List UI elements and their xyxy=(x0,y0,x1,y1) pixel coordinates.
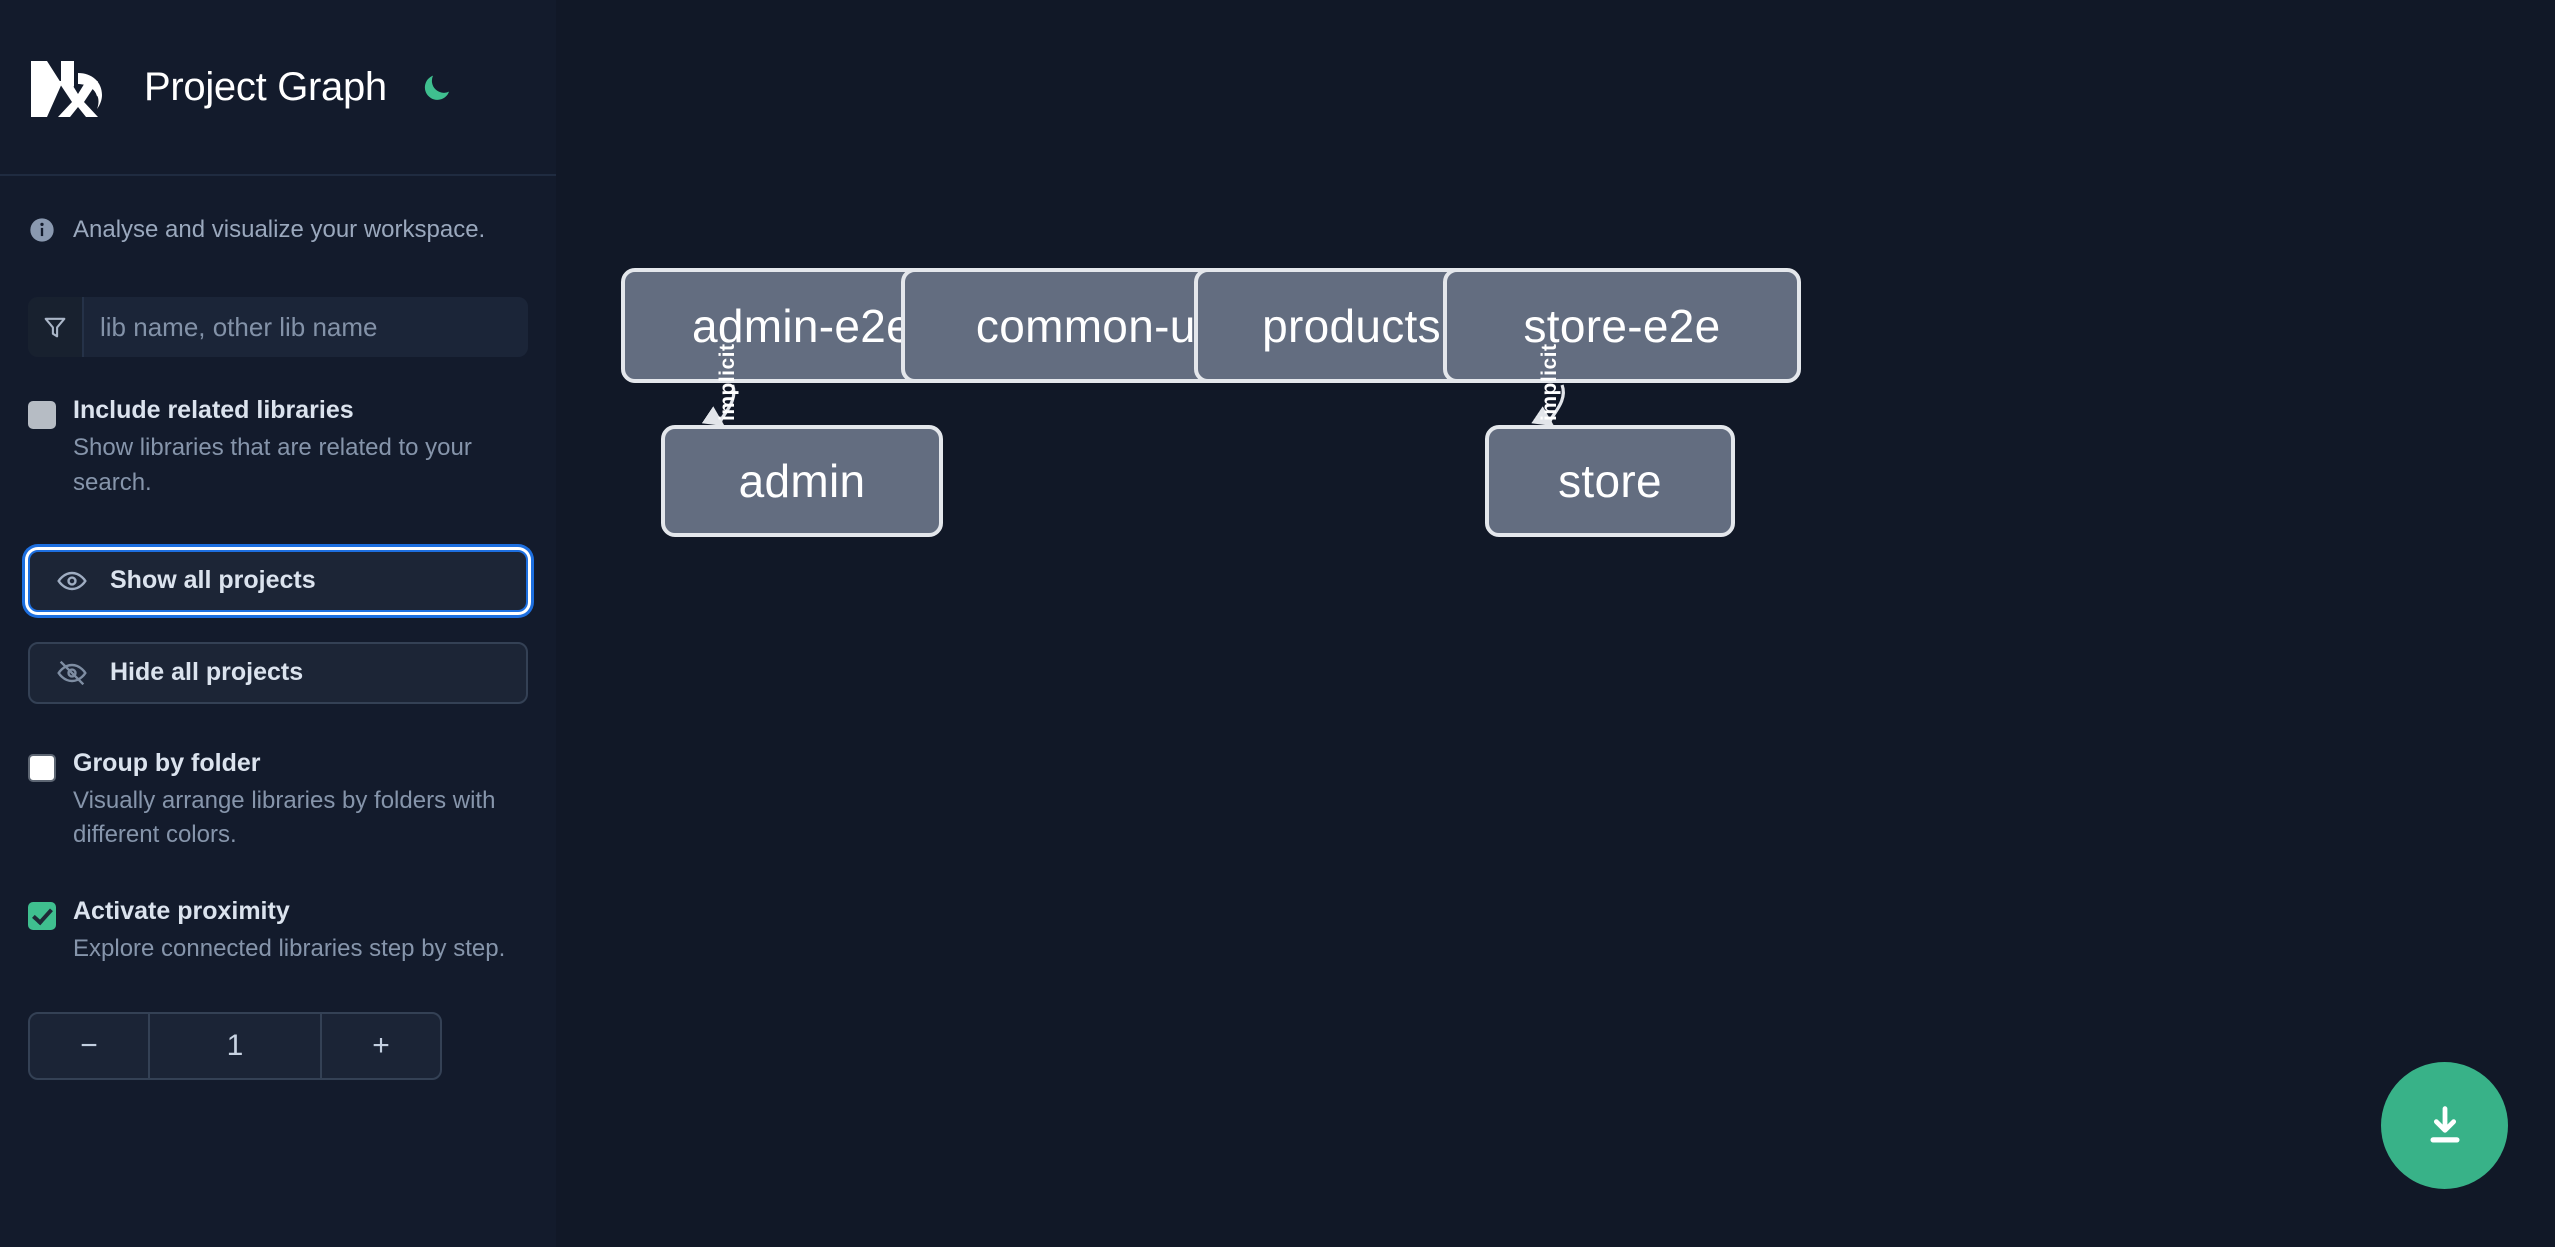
sidebar-header: Project Graph xyxy=(0,0,556,176)
proximity-stepper: − 1 + xyxy=(28,1012,442,1081)
option-label: Include related libraries xyxy=(73,396,354,425)
page-title: Project Graph xyxy=(144,64,387,109)
funnel-icon xyxy=(28,297,84,358)
info-icon xyxy=(30,217,54,242)
nx-logo xyxy=(31,61,102,117)
show-all-projects-label: Show all projects xyxy=(110,566,316,595)
proximity-value: 1 xyxy=(226,1029,244,1063)
option-description: Show libraries that are related to your … xyxy=(73,434,472,496)
proximity-decrement-button[interactable]: − xyxy=(30,1014,150,1079)
edge-label-admin-implicit: implicit xyxy=(716,343,739,421)
show-all-projects-button[interactable]: Show all projects xyxy=(28,549,528,612)
eye-off-icon xyxy=(57,660,87,685)
hide-all-projects-button[interactable]: Hide all projects xyxy=(28,641,528,704)
sidebar-body: Analyse and visualize your workspace. In… xyxy=(0,214,556,1081)
eye-icon xyxy=(57,571,87,590)
filter-row xyxy=(28,297,528,358)
search-input[interactable] xyxy=(84,297,528,358)
option-description: Visually arrange libraries by folders wi… xyxy=(73,786,496,848)
moon-icon[interactable] xyxy=(415,65,459,109)
proximity-increment-button[interactable]: + xyxy=(320,1014,440,1079)
sidebar: Project Graph Analyse and visualize your… xyxy=(0,0,556,1247)
option-include-related-libraries[interactable]: Include related libraries Show libraries… xyxy=(28,395,528,499)
workspace-blurb-text: Analyse and visualize your workspace. xyxy=(73,216,486,243)
graph-node-store-e2e[interactable]: store-e2e xyxy=(1443,268,1801,383)
graph-node-admin[interactable]: admin xyxy=(661,425,943,537)
graph-node-store[interactable]: store xyxy=(1485,425,1735,537)
option-group-by-folder[interactable]: Group by folder Visually arrange librari… xyxy=(28,748,528,852)
download-icon xyxy=(2429,1105,2460,1142)
option-label: Group by folder xyxy=(73,748,261,777)
option-description: Explore connected libraries step by step… xyxy=(73,935,506,963)
graph-canvas[interactable]: admin-e2e common-ui products store-e2e a… xyxy=(556,0,2555,1247)
download-button[interactable] xyxy=(2381,1062,2508,1189)
graph-edges xyxy=(701,384,1565,427)
workspace-blurb: Analyse and visualize your workspace. xyxy=(28,214,528,245)
group-by-folder-checkbox[interactable] xyxy=(28,753,56,782)
hide-all-projects-label: Hide all projects xyxy=(110,658,304,687)
option-label: Activate proximity xyxy=(73,897,290,925)
activate-proximity-checkbox[interactable] xyxy=(28,902,56,930)
include-related-libraries-checkbox[interactable] xyxy=(28,401,56,430)
option-activate-proximity[interactable]: Activate proximity Explore connected lib… xyxy=(28,896,528,966)
edge-label-store-implicit: implicit xyxy=(1538,343,1561,421)
